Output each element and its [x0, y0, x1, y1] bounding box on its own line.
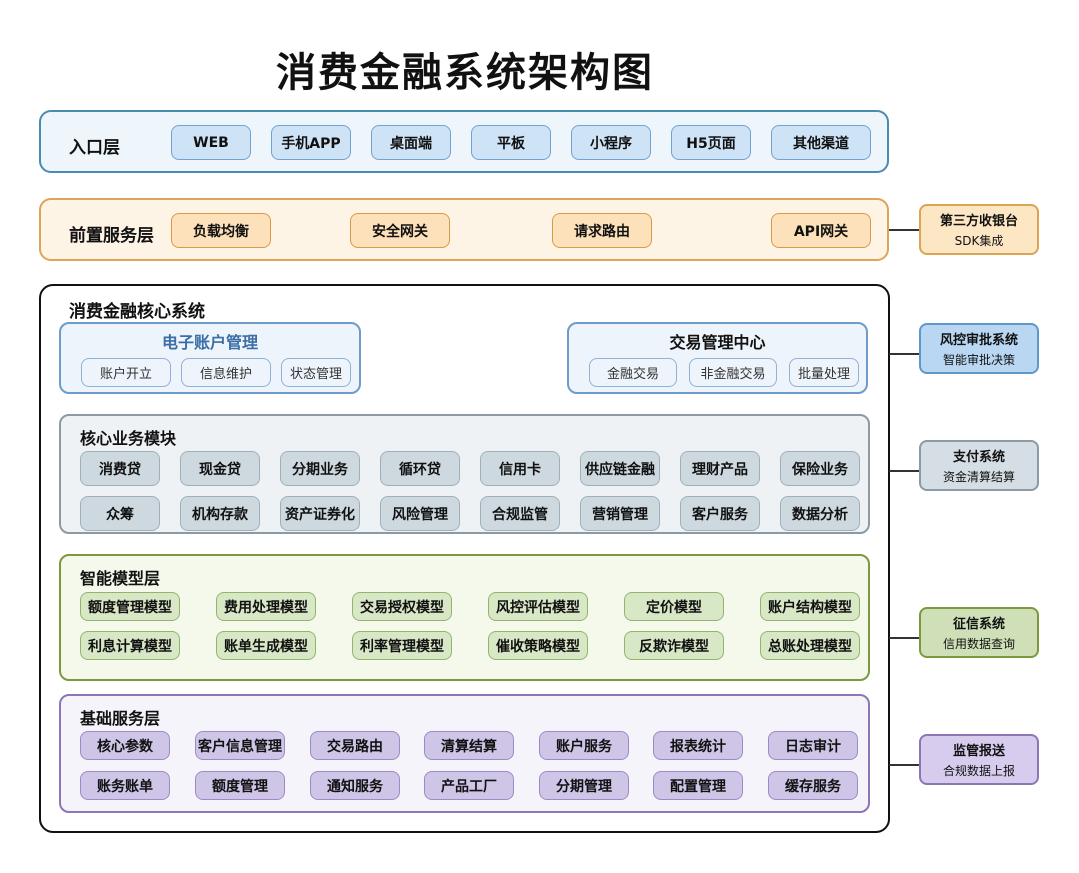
front-item[interactable]: 负载均衡 — [171, 213, 271, 248]
business-item[interactable]: 资产证券化 — [280, 496, 360, 531]
business-item[interactable]: 理财产品 — [680, 451, 760, 486]
business-label: 核心业务模块 — [80, 429, 177, 448]
trade-item[interactable]: 金融交易 — [589, 358, 677, 387]
base-item[interactable]: 交易路由 — [310, 731, 400, 760]
external-system-subtitle: 合规数据上报 — [942, 764, 1015, 778]
model-item[interactable]: 费用处理模型 — [216, 592, 316, 621]
external-system-cashier[interactable]: 第三方收银台 SDK集成 — [919, 204, 1039, 255]
base-label: 基础服务层 — [80, 709, 161, 728]
external-system-title: 支付系统 — [952, 450, 1005, 465]
external-system-title: 征信系统 — [952, 617, 1005, 632]
business-item[interactable]: 供应链金融 — [580, 451, 660, 486]
external-system-title: 风控审批系统 — [939, 333, 1018, 348]
base-item[interactable]: 客户信息管理 — [195, 731, 285, 760]
core-system-label: 消费金融核心系统 — [69, 302, 205, 322]
entry-item[interactable]: H5页面 — [671, 125, 751, 160]
front-item[interactable]: 安全网关 — [350, 213, 450, 248]
model-item[interactable]: 风控评估模型 — [488, 592, 588, 621]
entry-item[interactable]: WEB — [171, 125, 251, 160]
external-system-risk-approval[interactable]: 风控审批系统 智能审批决策 — [919, 323, 1039, 374]
account-management: 电子账户管理 账户开立 信息维护 状态管理 — [59, 322, 361, 394]
model-item[interactable]: 账单生成模型 — [216, 631, 316, 660]
intelligent-model-layer: 智能模型层 额度管理模型 费用处理模型 交易授权模型 风控评估模型 定价模型 账… — [59, 554, 870, 681]
business-item[interactable]: 机构存款 — [180, 496, 260, 531]
model-item[interactable]: 利息计算模型 — [80, 631, 180, 660]
external-system-subtitle: 资金清算结算 — [942, 470, 1015, 484]
business-item[interactable]: 消费贷 — [80, 451, 160, 486]
business-item[interactable]: 循环贷 — [380, 451, 460, 486]
connector-line — [889, 229, 920, 231]
business-item[interactable]: 合规监管 — [480, 496, 560, 531]
business-item[interactable]: 分期业务 — [280, 451, 360, 486]
page-title: 消费金融系统架构图 — [276, 50, 654, 96]
front-item[interactable]: 请求路由 — [552, 213, 652, 248]
base-item[interactable]: 分期管理 — [539, 771, 629, 800]
business-item[interactable]: 众筹 — [80, 496, 160, 531]
core-business-modules: 核心业务模块 消费贷 现金贷 分期业务 循环贷 信用卡 供应链金融 理财产品 保… — [59, 414, 870, 534]
connector-line — [889, 637, 920, 639]
account-item[interactable]: 状态管理 — [281, 358, 351, 387]
base-item[interactable]: 日志审计 — [768, 731, 858, 760]
base-item[interactable]: 核心参数 — [80, 731, 170, 760]
external-system-subtitle: 智能审批决策 — [942, 353, 1015, 367]
base-item[interactable]: 额度管理 — [195, 771, 285, 800]
model-item[interactable]: 账户结构模型 — [760, 592, 860, 621]
account-item[interactable]: 账户开立 — [81, 358, 171, 387]
business-item[interactable]: 信用卡 — [480, 451, 560, 486]
external-system-title: 监管报送 — [952, 744, 1005, 759]
external-system-regulatory[interactable]: 监管报送 合规数据上报 — [919, 734, 1039, 785]
front-layer-label: 前置服务层 — [69, 226, 154, 246]
front-service-layer: 前置服务层 负载均衡 安全网关 请求路由 API网关 — [39, 198, 889, 261]
base-item[interactable]: 账务账单 — [80, 771, 170, 800]
connector-line — [889, 470, 920, 472]
external-system-subtitle: 信用数据查询 — [942, 637, 1015, 651]
account-management-label: 电子账户管理 — [161, 333, 258, 352]
entry-item[interactable]: 小程序 — [571, 125, 651, 160]
model-label: 智能模型层 — [80, 569, 161, 588]
business-item[interactable]: 现金贷 — [180, 451, 260, 486]
entry-item[interactable]: 其他渠道 — [771, 125, 871, 160]
trade-item[interactable]: 批量处理 — [789, 358, 859, 387]
external-system-title: 第三方收银台 — [939, 214, 1018, 229]
model-item[interactable]: 总账处理模型 — [760, 631, 860, 660]
model-item[interactable]: 交易授权模型 — [352, 592, 452, 621]
external-system-subtitle: SDK集成 — [954, 234, 1004, 248]
external-system-credit[interactable]: 征信系统 信用数据查询 — [919, 607, 1039, 658]
entry-item[interactable]: 桌面端 — [371, 125, 451, 160]
trade-center-label: 交易管理中心 — [669, 333, 766, 352]
entry-item[interactable]: 平板 — [471, 125, 551, 160]
entry-layer: 入口层 WEB 手机APP 桌面端 平板 小程序 H5页面 其他渠道 — [39, 110, 889, 173]
connector-line — [889, 764, 920, 766]
business-item[interactable]: 客户服务 — [680, 496, 760, 531]
model-item[interactable]: 定价模型 — [624, 592, 724, 621]
business-item[interactable]: 营销管理 — [580, 496, 660, 531]
business-item[interactable]: 保险业务 — [780, 451, 860, 486]
model-item[interactable]: 利率管理模型 — [352, 631, 452, 660]
external-system-payment[interactable]: 支付系统 资金清算结算 — [919, 440, 1039, 491]
front-item[interactable]: API网关 — [771, 213, 871, 248]
model-item[interactable]: 额度管理模型 — [80, 592, 180, 621]
entry-item[interactable]: 手机APP — [271, 125, 351, 160]
base-item[interactable]: 配置管理 — [653, 771, 743, 800]
base-item[interactable]: 通知服务 — [310, 771, 400, 800]
entry-layer-label: 入口层 — [69, 138, 120, 158]
business-item[interactable]: 数据分析 — [780, 496, 860, 531]
base-item[interactable]: 产品工厂 — [424, 771, 514, 800]
base-item[interactable]: 清算结算 — [424, 731, 514, 760]
business-item[interactable]: 风险管理 — [380, 496, 460, 531]
trade-management-center: 交易管理中心 金融交易 非金融交易 批量处理 — [567, 322, 868, 394]
trade-item[interactable]: 非金融交易 — [689, 358, 777, 387]
model-item[interactable]: 催收策略模型 — [488, 631, 588, 660]
account-item[interactable]: 信息维护 — [181, 358, 271, 387]
base-item[interactable]: 账户服务 — [539, 731, 629, 760]
base-service-layer: 基础服务层 核心参数 客户信息管理 交易路由 清算结算 账户服务 报表统计 日志… — [59, 694, 870, 813]
base-item[interactable]: 缓存服务 — [768, 771, 858, 800]
base-item[interactable]: 报表统计 — [653, 731, 743, 760]
connector-line — [889, 353, 920, 355]
model-item[interactable]: 反欺诈模型 — [624, 631, 724, 660]
